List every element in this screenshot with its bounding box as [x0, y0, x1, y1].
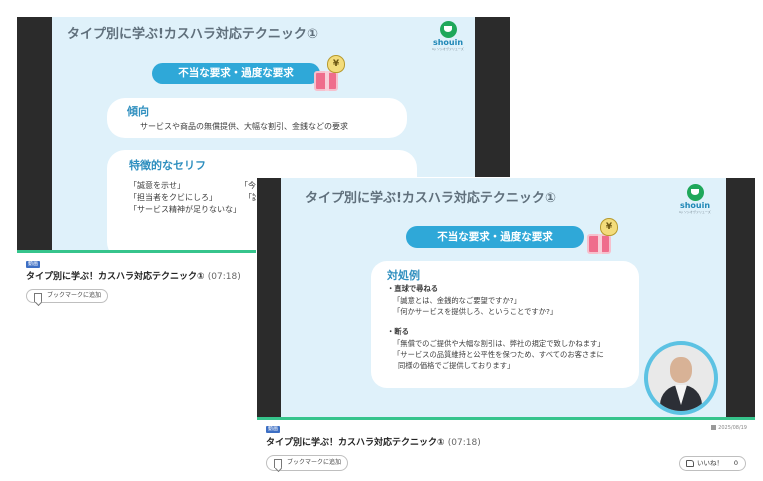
- response-examples-box: 対処例 ・直球で尋ねる 「誠意とは、金銭的なご要望ですか?」 「何かサービスを提…: [371, 261, 639, 388]
- gift-icon: [314, 71, 338, 91]
- video-player[interactable]: タイプ別に学ぶ!カスハラ対応テクニック① shouin by ソシオヴァリューズ…: [257, 178, 755, 417]
- tendency-box: 傾向 サービスや商品の無償提供、大幅な割引、金銭などの要求: [107, 98, 407, 138]
- response-line: 「何かサービスを提供しろ、ということですか?」: [393, 307, 558, 316]
- bookmark-icon: [34, 293, 42, 302]
- response-line: 「誠意とは、金銭的なご要望ですか?」: [393, 296, 521, 305]
- shouin-logo-icon: [686, 184, 704, 201]
- video-badge: 動画: [26, 261, 41, 268]
- video-duration: (07:18): [447, 438, 481, 448]
- video-title[interactable]: タイプ別に学ぶ！カスハラ対応テクニック① (07:18): [266, 438, 481, 448]
- money-bag-icon: ¥: [600, 218, 618, 236]
- presenter-avatar: [644, 341, 718, 415]
- response-line: 「無償でのご提供や大幅な割引は、弊社の規定で致しかねます」: [393, 339, 605, 348]
- video-title[interactable]: タイプ別に学ぶ！カスハラ対応テクニック① (07:18): [26, 272, 241, 282]
- slide-topic-pill: 不当な要求・過度な要求: [406, 226, 584, 248]
- video-duration: (07:18): [207, 272, 241, 282]
- phrase-quote: 「今: [240, 181, 256, 190]
- calendar-icon: [711, 425, 717, 430]
- like-button[interactable]: いいね！ 0: [679, 456, 746, 471]
- response-line: 「サービスの品質維持と公平性を保つため、すべてのお客さまに: [393, 350, 604, 359]
- response-line: ・直球で尋ねる: [387, 284, 439, 293]
- phrase-quote: 「誠意を示せ」: [129, 181, 185, 190]
- response-line: 同様の価格でご提供しております」: [398, 361, 515, 370]
- bookmark-button[interactable]: ブックマークに追加: [26, 289, 108, 303]
- phrases-title: 特徴的なセリフ: [129, 159, 206, 172]
- video-card-front: タイプ別に学ぶ!カスハラ対応テクニック① shouin by ソシオヴァリューズ…: [257, 178, 755, 478]
- like-count: 0: [733, 459, 738, 467]
- thumbs-up-icon: [686, 460, 694, 467]
- slide-title: タイプ別に学ぶ!カスハラ対応テクニック①: [305, 191, 556, 206]
- watch-progress-bar: [257, 417, 755, 420]
- bookmark-button[interactable]: ブックマークに追加: [266, 455, 348, 471]
- video-badge: 動画: [266, 426, 281, 433]
- phrase-quote: 「担当者をクビにしろ」: [129, 193, 217, 202]
- shouin-logo: shouin by ソシオヴァリューズ: [431, 21, 465, 51]
- tendency-text: サービスや商品の無償提供、大幅な割引、金銭などの要求: [140, 122, 348, 131]
- video-slide: タイプ別に学ぶ!カスハラ対応テクニック① shouin by ソシオヴァリューズ…: [281, 178, 726, 417]
- slide-topic-pill: 不当な要求・過度な要求: [152, 63, 320, 84]
- phrase-quote: 「サービス精神が足りないな」: [129, 205, 241, 214]
- response-line: ・断る: [387, 327, 409, 336]
- money-bag-icon: ¥: [327, 55, 345, 73]
- publish-date: 2025/08/19: [711, 425, 747, 431]
- bookmark-icon: [274, 459, 282, 468]
- tendency-title: 傾向: [127, 105, 149, 118]
- shouin-logo: shouin by ソシオヴァリューズ: [678, 184, 712, 214]
- shouin-logo-icon: [439, 21, 457, 38]
- phrase-quote: 「試: [244, 193, 260, 202]
- like-label: いいね！: [697, 459, 723, 467]
- gift-icon: [587, 234, 611, 254]
- slide-title: タイプ別に学ぶ!カスハラ対応テクニック①: [67, 27, 318, 42]
- response-title: 対処例: [387, 269, 420, 282]
